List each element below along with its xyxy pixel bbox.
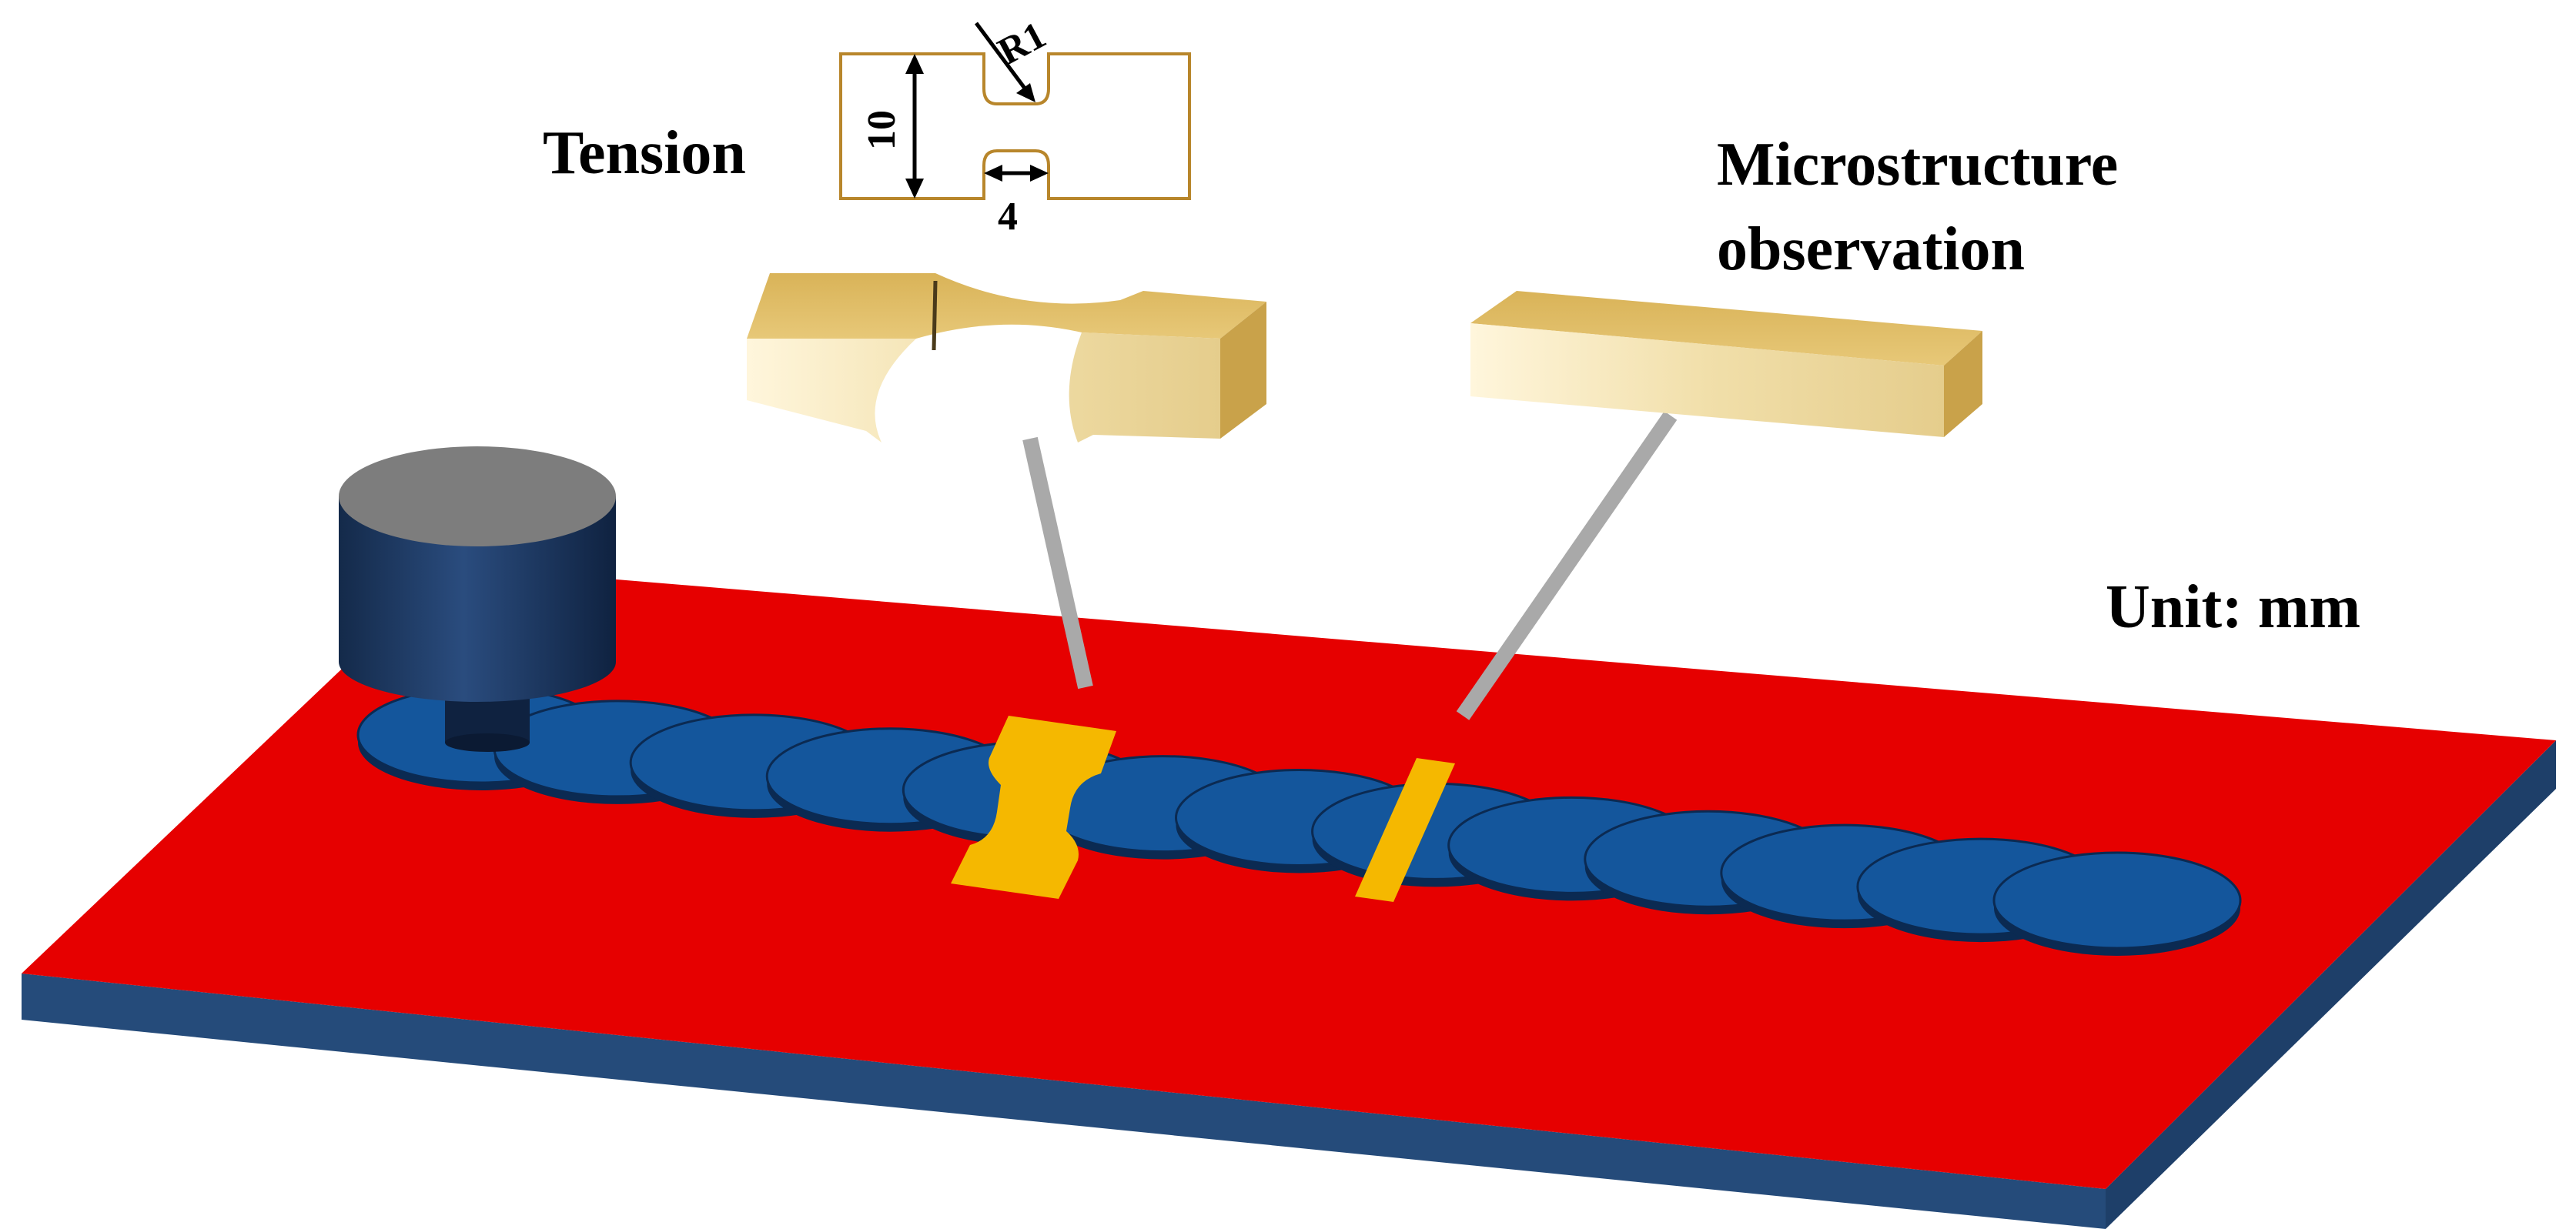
dimension-height-label: 10 [860, 110, 904, 150]
tool-shoulder-top [339, 446, 616, 546]
bar-specimen-icon [1470, 291, 1982, 437]
dogbone-top-face [747, 273, 1266, 339]
bar-right-face [1944, 331, 1982, 437]
tension-leader-line [1022, 436, 1093, 690]
plate-side-front [22, 974, 2106, 1229]
cylindrical-tool-icon [339, 446, 616, 752]
dimension-radius-label: R1 [991, 13, 1052, 73]
tool-shoulder-body [339, 496, 616, 702]
micro-specimen-mark [1355, 758, 1455, 902]
dogbone-specimen-icon [747, 273, 1266, 443]
unit-label: Unit: mm [2106, 573, 2360, 641]
dogbone-front-face [747, 332, 1220, 443]
dimension-arrows [905, 22, 1049, 199]
weld-spot [1992, 851, 2242, 950]
bar-front-face [1470, 323, 1944, 437]
tension-specimen-sketch [839, 52, 1191, 200]
tool-pin-base [445, 733, 530, 752]
bar-top-face [1470, 291, 1982, 366]
tension-label: Tension [543, 119, 746, 187]
dimension-gauge-width-label: 4 [998, 195, 1018, 239]
microstructure-label-line2: observation [1717, 215, 2025, 283]
tension-specimen-mark [951, 716, 1116, 899]
microstructure-label-line1: Microstructure [1717, 131, 2118, 199]
dogbone-right-face [1220, 302, 1266, 439]
plate-side-right [2106, 740, 2556, 1229]
dogbone-notch-line [932, 280, 938, 351]
micro-leader-line [1456, 411, 1678, 720]
weld-spot-row [356, 686, 2242, 956]
